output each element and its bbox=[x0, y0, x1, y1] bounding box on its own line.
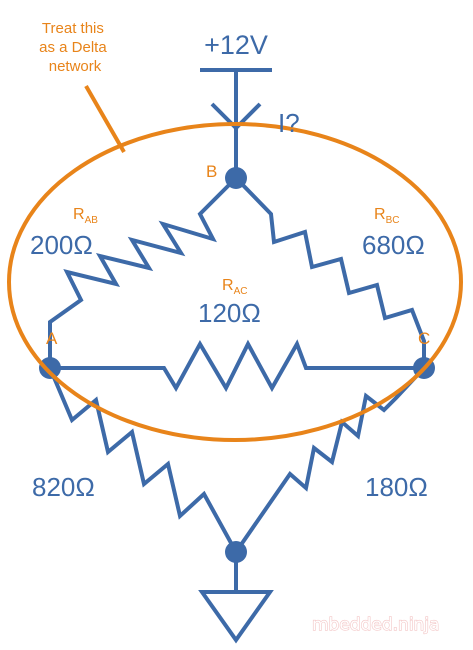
rbc-name: RBC bbox=[374, 206, 399, 226]
node-c-label: C bbox=[418, 329, 430, 348]
annotation-line-1: Treat this bbox=[42, 20, 104, 37]
resistor-rac bbox=[50, 339, 424, 393]
rac-name: RAC bbox=[222, 277, 247, 297]
current-arrow bbox=[210, 102, 262, 131]
resistor-rbc bbox=[234, 176, 426, 368]
annotation-line-3: network bbox=[49, 58, 102, 75]
watermark: mbedded.ninja bbox=[312, 615, 439, 635]
rab-name: RAB bbox=[73, 206, 98, 226]
rbc-subscript: BC bbox=[386, 215, 400, 226]
node-b-label: B bbox=[206, 162, 217, 181]
annotation-text: Treat this as a Delta network bbox=[39, 20, 111, 75]
resistor-lower-right bbox=[234, 366, 426, 554]
current-label: I? bbox=[278, 108, 300, 138]
lower-right-value: 180Ω bbox=[365, 472, 428, 502]
node-bottom-dot bbox=[225, 541, 247, 563]
delta-highlight-ellipse bbox=[7, 122, 463, 442]
annotation-line-2: as a Delta bbox=[39, 39, 107, 56]
node-a-dot bbox=[39, 357, 61, 379]
resistor-rab bbox=[48, 176, 238, 368]
resistor-lower-left bbox=[48, 367, 238, 553]
annotation-pointer bbox=[84, 85, 126, 153]
rac-value: 120Ω bbox=[198, 298, 261, 328]
supply-label: +12V bbox=[204, 30, 268, 60]
node-a-label: A bbox=[46, 329, 58, 348]
rab-subscript: AB bbox=[85, 215, 99, 226]
ground-symbol bbox=[198, 590, 274, 644]
lower-left-value: 820Ω bbox=[32, 472, 95, 502]
node-b-dot bbox=[225, 167, 247, 189]
rbc-value: 680Ω bbox=[362, 230, 425, 260]
rac-subscript: AC bbox=[234, 286, 248, 297]
rab-value: 200Ω bbox=[30, 230, 93, 260]
